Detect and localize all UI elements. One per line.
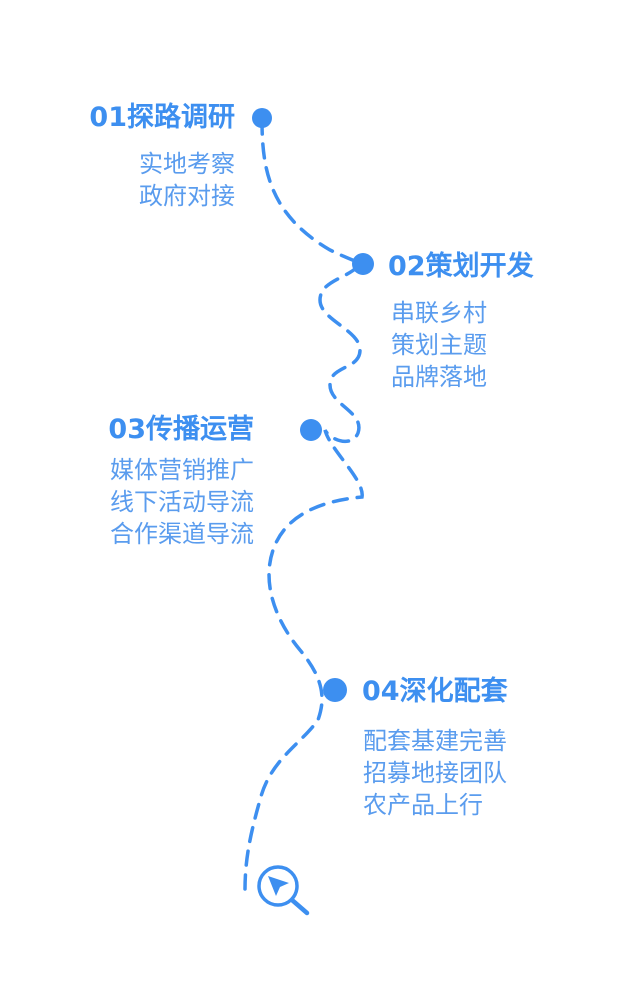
step-02-item: 品牌落地 (391, 363, 487, 391)
step-03-item: 线下活动导流 (110, 488, 254, 516)
step-03-list: 媒体营销推广 线下活动导流 合作渠道导流 (60, 454, 254, 550)
step-04-item: 农产品上行 (363, 791, 483, 819)
step-03-item: 合作渠道导流 (110, 520, 254, 548)
step-04-title: 04深化配套 (362, 676, 508, 707)
milestone-dot-01 (252, 108, 272, 128)
step-03-title: 03传播运营 (108, 414, 254, 445)
step-01-title: 01探路调研 (89, 102, 235, 133)
step-01-item: 政府对接 (139, 182, 235, 210)
milestone-dot-03 (300, 419, 322, 441)
step-03-item: 媒体营销推广 (110, 456, 254, 484)
milestone-dot-02 (352, 253, 374, 275)
step-01-item: 实地考察 (139, 150, 235, 178)
step-02-item: 策划主题 (391, 331, 487, 359)
step-04-item: 招募地接团队 (363, 759, 507, 787)
step-01-list: 实地考察 政府对接 (60, 148, 235, 212)
step-02-list: 串联乡村 策划主题 品牌落地 (391, 297, 487, 393)
milestone-dot-04 (323, 678, 347, 702)
route-path (243, 118, 364, 892)
step-02-title: 02策划开发 (388, 251, 534, 282)
step-04-item: 配套基建完善 (363, 727, 507, 755)
step-04-list: 配套基建完善 招募地接团队 农产品上行 (363, 725, 507, 821)
search-location-icon (257, 865, 310, 916)
step-02-item: 串联乡村 (391, 299, 487, 327)
